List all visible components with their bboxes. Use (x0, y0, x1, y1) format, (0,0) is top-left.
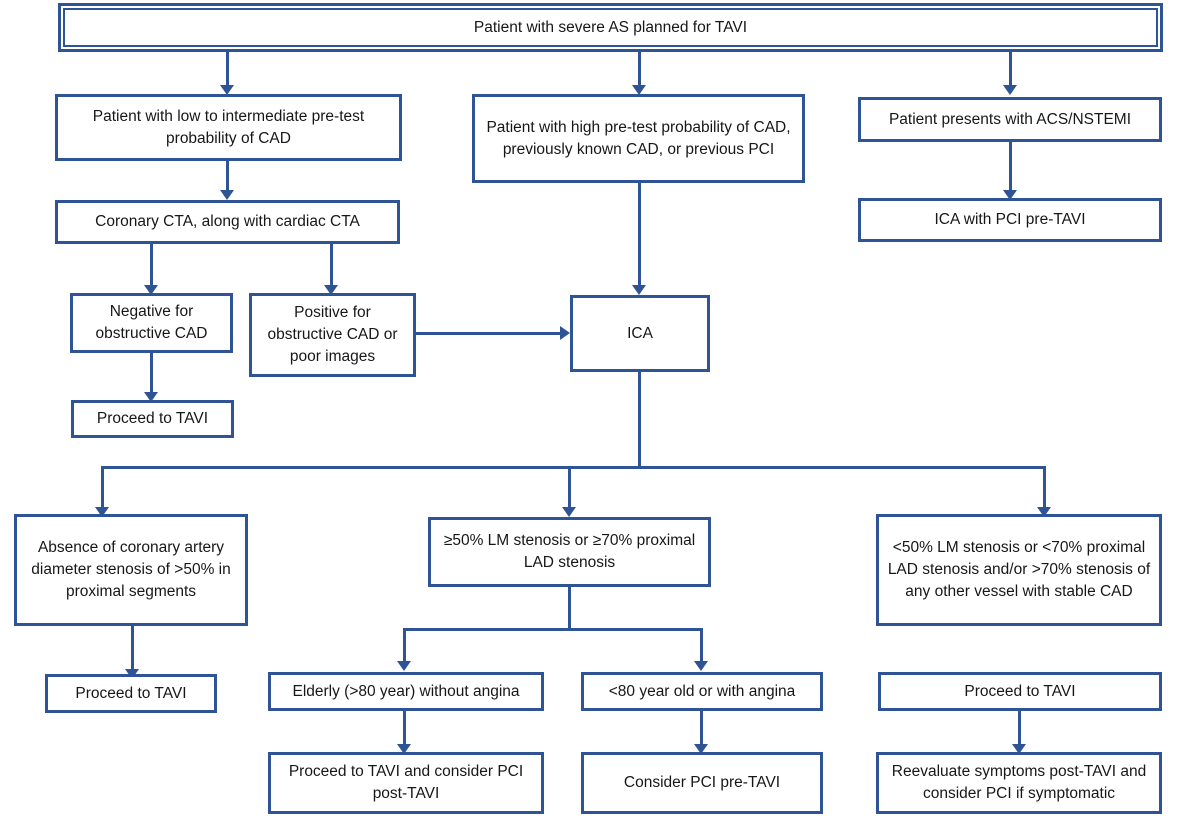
node-low-intermediate-label: Patient with low to intermediate pre-tes… (92, 107, 365, 147)
connector-root-to-low (226, 52, 229, 88)
node-acs-nstemi: Patient presents with ACS/NSTEMI (858, 97, 1162, 142)
arrow-acs-to-icapci (1003, 190, 1017, 200)
arrow-root-to-acs (1003, 85, 1017, 95)
arrow-proceed3-to-reevaluate (1012, 744, 1026, 754)
node-under80-or-angina: <80 year old or with angina (581, 672, 823, 711)
node-ica-pci-pre-tavi-label: ICA with PCI pre-TAVI (934, 211, 1086, 228)
node-reevaluate-symptoms: Reevaluate symptoms post-TAVI and consid… (876, 752, 1162, 814)
connector-ica-to-lmlt50 (1043, 466, 1046, 510)
node-low-intermediate: Patient with low to intermediate pre-tes… (55, 94, 402, 161)
connector-root-to-high (638, 52, 641, 88)
node-under80-or-angina-label: <80 year old or with angina (608, 682, 796, 700)
node-proceed-tavi-3-label: Proceed to TAVI (964, 682, 1076, 700)
arrow-root-to-low (220, 85, 234, 95)
connector-lm50-branch-bar (403, 628, 703, 631)
arrow-root-to-high (632, 85, 646, 95)
node-absence-stenosis: Absence of coronary artery diameter sten… (14, 514, 248, 626)
connector-negative-to-proceed (150, 353, 153, 395)
connector-ica-to-lm50 (568, 466, 571, 510)
node-negative-cad: Negative for obstructive CAD (70, 293, 233, 353)
connector-under80-to-pci (700, 711, 703, 747)
node-lm50-lad70-label: ≥50% LM stenosis or ≥70% proximal LAD st… (443, 532, 696, 571)
node-proceed-tavi-consider-pci-post-label: Proceed to TAVI and consider PCI post-TA… (288, 763, 524, 802)
node-root-label: Patient with severe AS planned for TAVI (473, 18, 748, 36)
connector-lm50-to-elderly (403, 628, 406, 664)
node-acs-nstemi-label: Patient presents with ACS/NSTEMI (888, 110, 1132, 128)
arrow-under80-to-pci (694, 744, 708, 754)
node-coronary-cta-label: Coronary CTA, along with cardiac CTA (95, 213, 360, 230)
node-proceed-tavi-3: Proceed to TAVI (878, 672, 1162, 711)
node-ica: ICA (570, 295, 710, 372)
arrow-positive-to-ica (560, 326, 570, 340)
node-elderly-no-angina-label: Elderly (>80 year) without angina (292, 682, 520, 700)
node-high-pretest-label: Patient with high pre-test probability o… (486, 118, 791, 158)
connector-ica-branch-bar (101, 466, 1046, 469)
connector-positive-to-ica (416, 332, 562, 335)
connector-lm50-trunk (568, 587, 571, 631)
arrow-high-to-ica (632, 285, 646, 295)
arrow-ica-to-lmlt50 (1037, 507, 1051, 517)
arrow-ica-to-lm50 (562, 507, 576, 517)
connector-cta-to-negative (150, 244, 153, 288)
node-root: Patient with severe AS planned for TAVI (58, 3, 1163, 52)
node-positive-cad: Positive for obstructive CAD or poor ima… (249, 293, 416, 377)
connector-absence-to-proceed (131, 626, 134, 672)
connector-lm50-to-under80 (700, 628, 703, 664)
arrow-lm50-to-elderly (397, 661, 411, 671)
node-lm-lt50-complex-label: <50% LM stenosis or <70% proximal LAD st… (887, 539, 1151, 600)
connector-high-to-ica (638, 183, 641, 287)
connector-proceed3-to-reevaluate (1018, 711, 1021, 747)
node-proceed-tavi-2: Proceed to TAVI (45, 674, 217, 713)
node-absence-stenosis-label: Absence of coronary artery diameter sten… (31, 539, 231, 600)
arrow-ica-to-absence (95, 507, 109, 517)
arrow-cta-to-negative (144, 285, 158, 295)
connector-elderly-to-post (403, 711, 406, 747)
node-positive-cad-label: Positive for obstructive CAD or poor ima… (267, 304, 398, 365)
node-proceed-tavi-1-label: Proceed to TAVI (96, 410, 209, 427)
node-lm50-lad70: ≥50% LM stenosis or ≥70% proximal LAD st… (428, 517, 711, 587)
node-proceed-tavi-2-label: Proceed to TAVI (75, 684, 187, 702)
connector-low-to-cta (226, 161, 229, 193)
connector-ica-to-absence (101, 466, 104, 510)
node-proceed-tavi-1: Proceed to TAVI (71, 400, 234, 438)
node-high-pretest: Patient with high pre-test probability o… (472, 94, 805, 183)
node-consider-pci-pre-tavi-label: Consider PCI pre-TAVI (623, 774, 781, 791)
connector-acs-to-icapci (1009, 142, 1012, 192)
node-proceed-tavi-consider-pci-post: Proceed to TAVI and consider PCI post-TA… (268, 752, 544, 814)
connector-ica-trunk (638, 372, 641, 468)
node-ica-label: ICA (627, 324, 653, 342)
arrow-low-to-cta (220, 190, 234, 200)
connector-cta-to-positive (330, 244, 333, 288)
node-elderly-no-angina: Elderly (>80 year) without angina (268, 672, 544, 711)
node-reevaluate-symptoms-label: Reevaluate symptoms post-TAVI and consid… (891, 763, 1147, 802)
arrow-elderly-to-post (397, 744, 411, 754)
node-ica-pci-pre-tavi: ICA with PCI pre-TAVI (858, 198, 1162, 242)
arrow-lm50-to-under80 (694, 661, 708, 671)
node-consider-pci-pre-tavi: Consider PCI pre-TAVI (581, 752, 823, 814)
arrow-negative-to-proceed (144, 392, 158, 402)
node-lm-lt50-complex: <50% LM stenosis or <70% proximal LAD st… (876, 514, 1162, 626)
node-coronary-cta: Coronary CTA, along with cardiac CTA (55, 200, 400, 244)
arrow-cta-to-positive (324, 285, 338, 295)
connector-root-to-acs (1009, 52, 1012, 88)
node-negative-cad-label: Negative for obstructive CAD (95, 303, 208, 342)
